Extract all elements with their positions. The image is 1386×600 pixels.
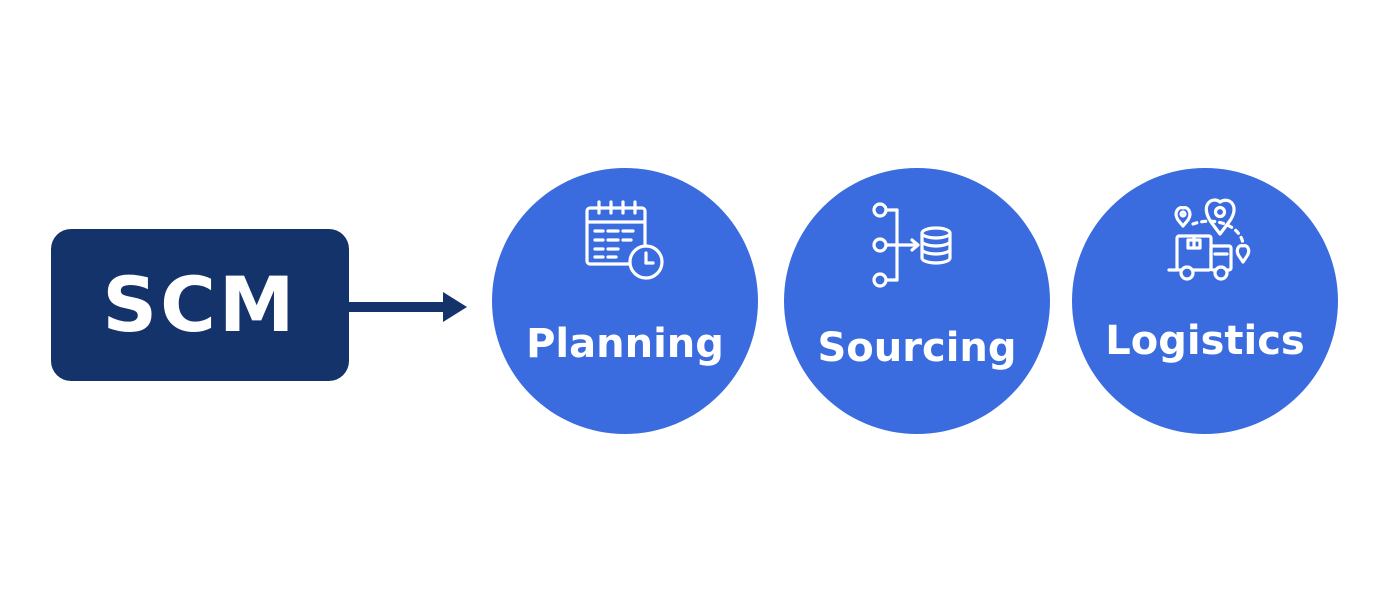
stage-circle-planning: Planning xyxy=(492,168,758,434)
calendar-clock-icon xyxy=(585,200,664,280)
stage-circle-sourcing: Sourcing xyxy=(784,168,1050,434)
arrow-connector xyxy=(349,292,467,322)
scm-box: SCM xyxy=(51,229,349,381)
stage-label-logistics: Logistics xyxy=(1105,318,1305,364)
stage-circle-logistics: Logistics xyxy=(1072,168,1338,434)
flow-database-icon xyxy=(872,202,952,288)
scm-label: SCM xyxy=(102,260,298,349)
stage-label-sourcing: Sourcing xyxy=(817,325,1017,371)
stage-label-planning: Planning xyxy=(526,321,724,367)
delivery-truck-location-icon xyxy=(1167,198,1251,281)
